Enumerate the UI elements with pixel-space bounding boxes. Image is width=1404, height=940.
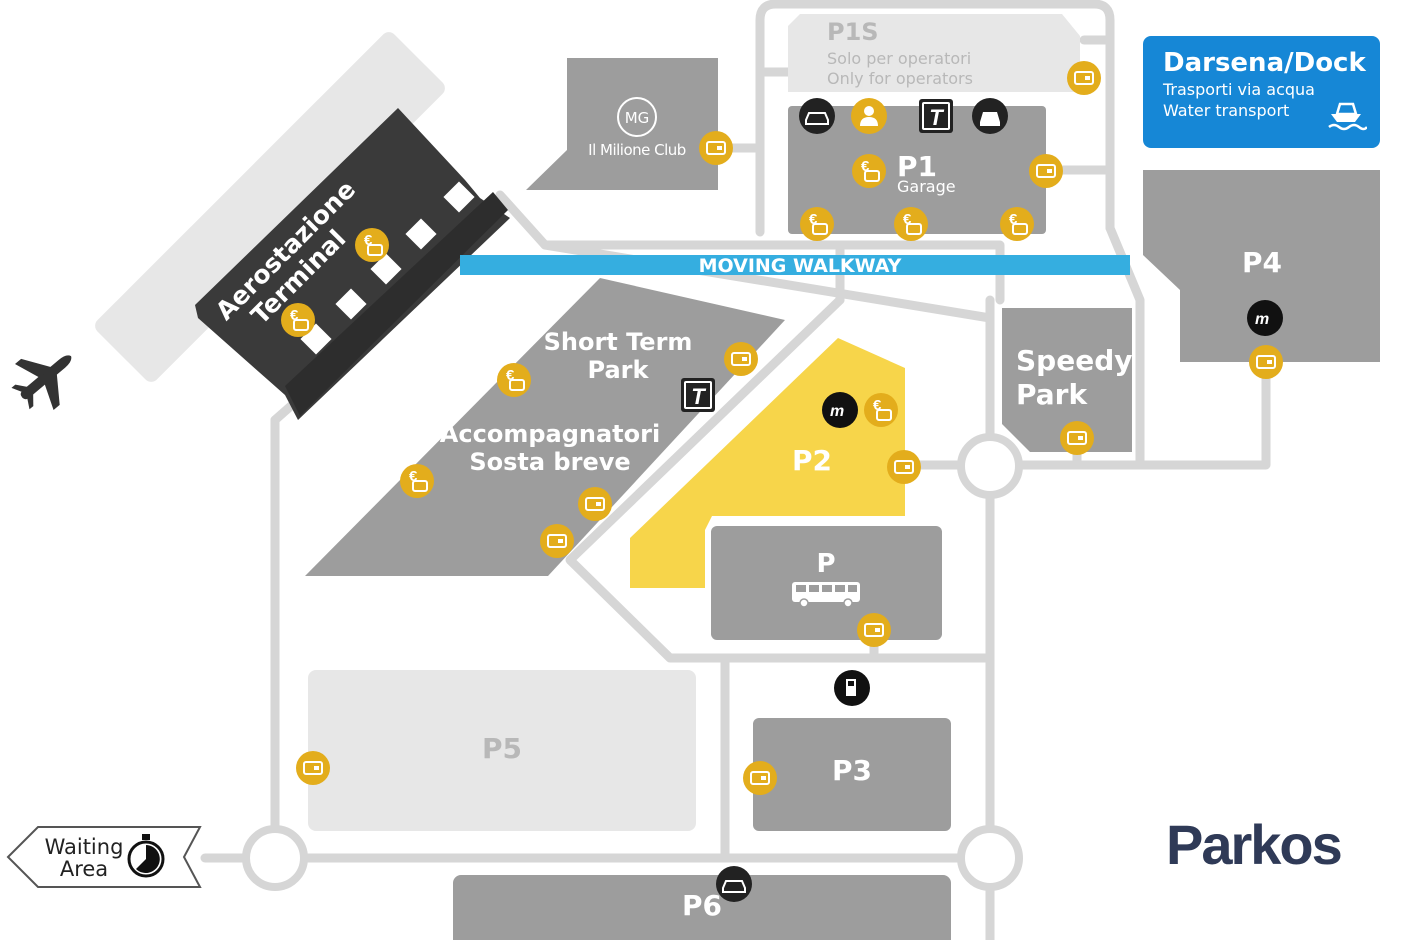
mobility-app-icon[interactable]: m <box>822 392 858 428</box>
p6-title: P6 <box>682 889 722 922</box>
p1-garage: P1 Garage <box>788 106 1046 234</box>
euro-pay-icon[interactable]: € <box>354 227 390 263</box>
parkos-logo: Parkos <box>1166 813 1343 876</box>
speedy-park-line1: Speedy <box>1016 344 1132 377</box>
svg-text:€: € <box>409 468 418 485</box>
svg-text:€: € <box>873 397 882 414</box>
p4-parking: P4 <box>1143 170 1380 362</box>
svg-text:T: T <box>929 105 944 130</box>
roundabout-southeast <box>957 825 1023 891</box>
payment-terminal-icon[interactable] <box>1028 153 1064 189</box>
svg-text:€: € <box>364 232 373 249</box>
boat-icon <box>1328 102 1367 131</box>
short-term-line1: Short Term <box>544 328 693 356</box>
fuel-icon[interactable] <box>834 670 870 706</box>
short-term-line2: Park <box>588 356 650 384</box>
bus-icon <box>792 582 860 608</box>
dock-line2: Water transport <box>1163 101 1290 120</box>
short-term-line4: Sosta breve <box>469 448 630 476</box>
dock-title: Darsena/Dock <box>1163 48 1366 78</box>
euro-pay-icon[interactable]: € <box>280 302 316 338</box>
euro-pay-icon[interactable]: € <box>893 206 929 242</box>
payment-terminal-icon[interactable] <box>577 486 613 522</box>
waiting-area-line2: Area <box>60 857 108 881</box>
roundabout-east <box>957 433 1023 499</box>
p1s-line2: Only for operators <box>827 69 973 88</box>
svg-text:€: € <box>506 367 515 384</box>
car-sharing-icon[interactable] <box>799 98 835 134</box>
speedy-park-line2: Park <box>1016 378 1088 411</box>
waiting-area-line1: Waiting <box>45 835 124 859</box>
p3-title: P3 <box>832 754 872 787</box>
euro-pay-icon[interactable]: € <box>999 206 1035 242</box>
svg-text:€: € <box>903 211 912 228</box>
payment-terminal-icon[interactable] <box>742 760 778 796</box>
payment-terminal-icon[interactable] <box>295 750 331 786</box>
p5-title: P5 <box>482 732 522 765</box>
il-milione-club-label: Il Milione Club <box>588 141 686 159</box>
darsena-dock-panel[interactable]: Darsena/Dock Trasporti via acqua Water t… <box>1143 36 1380 148</box>
p6-parking: P6 <box>453 875 951 940</box>
moving-walkway-label: MOVING WALKWAY <box>699 255 902 277</box>
il-milione-club-building: MG Il Milione Club <box>526 58 718 190</box>
p1s-title: P1S <box>827 18 879 46</box>
p2-title: P2 <box>792 444 832 477</box>
stopwatch-icon <box>127 834 165 878</box>
p-bus-title: P <box>816 549 835 579</box>
short-term-line3: Accompagnatori <box>440 420 660 448</box>
payment-terminal-icon[interactable] <box>1059 420 1095 456</box>
waiting-area-sign[interactable]: Waiting Area <box>6 826 202 888</box>
short-term-park: Short Term Park Accompagnatori Sosta bre… <box>305 278 785 576</box>
svg-text:€: € <box>809 211 818 228</box>
euro-pay-icon[interactable]: € <box>851 153 887 189</box>
roundabout-southwest <box>242 825 308 891</box>
euro-pay-icon[interactable]: € <box>799 206 835 242</box>
moving-walkway: MOVING WALKWAY <box>460 255 1130 277</box>
payment-terminal-icon[interactable] <box>886 449 922 485</box>
mg-logo <box>617 97 657 137</box>
mg-logo-text: MG <box>625 109 650 127</box>
p1-subtitle: Garage <box>897 177 956 196</box>
svg-text:€: € <box>861 158 870 175</box>
runway-area <box>95 32 445 382</box>
mobility-app-icon[interactable]: m <box>1247 300 1283 336</box>
p4-title: P4 <box>1242 246 1282 279</box>
svg-text:T: T <box>691 384 706 409</box>
speedy-park: Speedy Park <box>1002 308 1132 452</box>
p-bus-parking: P <box>711 526 942 640</box>
payment-terminal-icon[interactable] <box>1066 60 1102 96</box>
svg-text:m: m <box>830 403 844 420</box>
p3-parking: P3 <box>753 718 951 831</box>
taxi-icon[interactable]: T <box>681 378 715 412</box>
car-icon[interactable] <box>972 98 1008 134</box>
svg-text:€: € <box>290 307 299 324</box>
payment-terminal-icon[interactable] <box>856 612 892 648</box>
svg-text:€: € <box>1009 211 1018 228</box>
payment-terminal-icon[interactable] <box>723 341 759 377</box>
person-icon[interactable] <box>851 98 887 134</box>
p1s-area: P1S Solo per operatori Only for operator… <box>788 14 1080 92</box>
taxi-icon[interactable]: T <box>919 99 953 133</box>
p1-title: P1 <box>897 150 937 183</box>
p1s-line1: Solo per operatori <box>827 49 971 68</box>
airplane-icon <box>11 355 72 410</box>
car-sharing-icon[interactable] <box>716 866 752 902</box>
dock-line1: Trasporti via acqua <box>1163 80 1315 99</box>
payment-terminal-icon[interactable] <box>698 130 734 166</box>
euro-pay-icon[interactable]: € <box>399 463 435 499</box>
p5-parking: P5 <box>308 670 696 831</box>
euro-pay-icon[interactable]: € <box>496 362 532 398</box>
payment-terminal-icon[interactable] <box>539 523 575 559</box>
payment-terminal-icon[interactable] <box>1248 344 1284 380</box>
euro-pay-icon[interactable]: € <box>863 392 899 428</box>
svg-text:m: m <box>1255 311 1269 328</box>
